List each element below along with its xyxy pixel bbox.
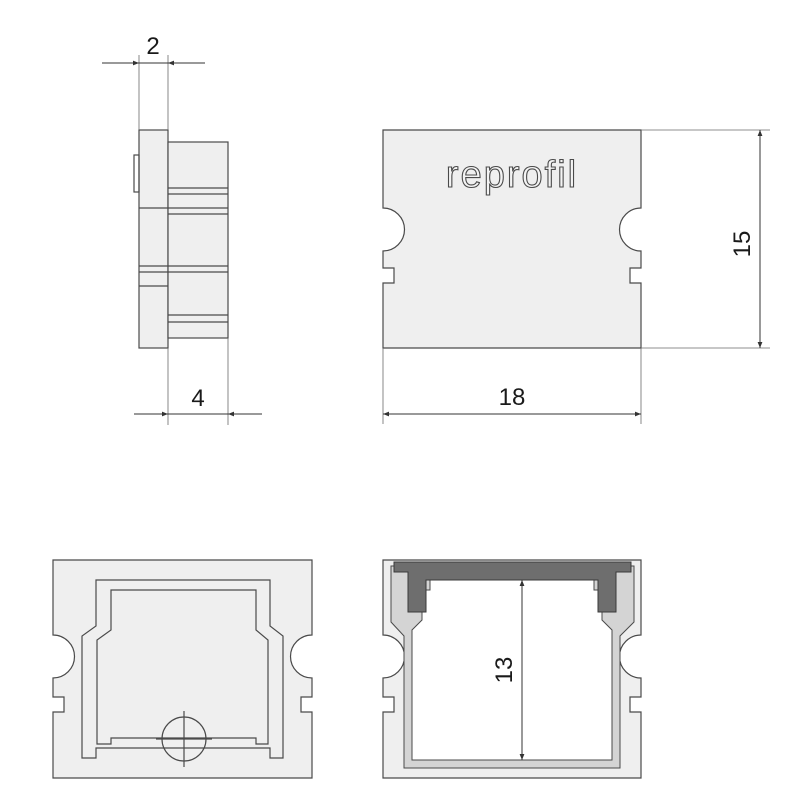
side-view-flange	[138, 129, 169, 349]
side-view: 2 4	[102, 33, 262, 425]
dim-side-depth: 4	[191, 385, 204, 412]
side-view-nub	[133, 154, 140, 193]
dim-side-tab-width: 2	[146, 33, 159, 60]
brand-logo: reprofil	[446, 154, 578, 196]
dim-profile-inner-height: 13	[491, 657, 518, 684]
profile-section: 13	[382, 559, 642, 779]
dim-front-width: 18	[499, 384, 526, 411]
back-view-profile-inner	[96, 589, 269, 745]
back-view-profile-outer	[81, 579, 284, 759]
back-view	[52, 559, 313, 779]
side-view-plug	[167, 141, 229, 339]
dim-front-height: 15	[729, 231, 756, 258]
diffuser	[393, 561, 632, 613]
back-view-outline	[52, 559, 313, 779]
front-view: reprofil 15 18	[382, 129, 770, 424]
